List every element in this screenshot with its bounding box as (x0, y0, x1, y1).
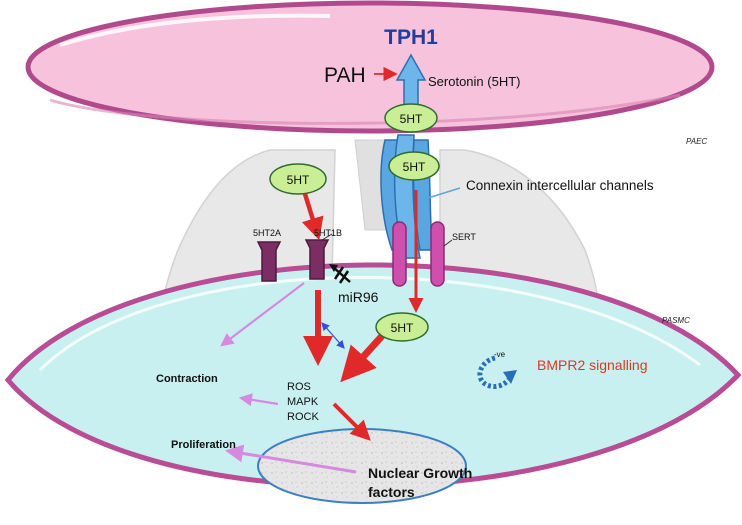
proliferation-label: Proliferation (171, 439, 236, 451)
receptor-5ht2a-shape (256, 241, 282, 282)
mir96-arrow (332, 266, 351, 283)
receptor-5ht1b-label: 5HT1B (314, 228, 342, 238)
signal-mapk-label: MAPK (287, 396, 319, 408)
bmpr2-curved-arrow (477, 355, 513, 389)
arrow-ros-to-contraction (238, 393, 279, 407)
lilac-arrows (220, 282, 357, 474)
serotonin-bubble-free (269, 163, 327, 195)
serotonin-bubble-paec-label: 5HT (400, 112, 423, 126)
connexin-label: Connexin intercellular channels (466, 178, 654, 193)
endothelial-cell-border (25, 0, 715, 134)
mir96-arrowhead (329, 264, 338, 272)
mir96-label: miR96 (338, 289, 379, 305)
nucleus-label-line2: factors (368, 484, 415, 500)
endothelial-shading (49, 93, 681, 125)
tph1-arrow (395, 53, 427, 107)
signal-rock-label: ROCK (287, 411, 319, 423)
sert-right-bar (430, 221, 445, 287)
tph1-up-arrow (395, 53, 427, 107)
labels: TPH1 PAH Serotonin (5HT) PAEC Connexin i… (156, 26, 707, 500)
receptor-5ht1b-shape (304, 239, 330, 280)
serotonin-bubble-pasmc (375, 312, 429, 342)
mir96-inhibition (329, 264, 351, 284)
receptor-5ht2a-label: 5HT2A (253, 228, 281, 238)
contraction-label: Contraction (156, 373, 218, 385)
serotonin-label: Serotonin (5HT) (428, 74, 520, 89)
connexin-pointer-line (427, 187, 461, 199)
bmpr2-arrowhead (503, 370, 517, 384)
mir96-block-1 (333, 266, 345, 280)
serotonin-bubble-paec (384, 103, 438, 133)
disease-label: PAH (324, 64, 366, 87)
sert-pointer-line (443, 239, 453, 247)
arrow-rock-to-nucleus (332, 402, 371, 441)
double-arrow-mir96-5ht (321, 322, 345, 349)
endothelial-highlight (59, 13, 331, 47)
nucleus-label-line1: Nuclear Growth (368, 465, 472, 481)
receptors (256, 233, 333, 282)
arrow-5ht-to-receptor (301, 193, 324, 241)
receptor-5ht1b-pointer (321, 233, 333, 241)
paec-label: PAEC (686, 137, 707, 146)
smooth-muscle-highlight (38, 276, 701, 372)
serotonin-bubbles: 5HT 5HT 5HT 5HT (269, 103, 440, 342)
serotonin-bubble-free-label: 5HT (287, 173, 310, 187)
enzyme-label: TPH1 (384, 26, 438, 49)
serotonin-bubble-pasmc-label: 5HT (391, 321, 414, 335)
bmpr2-negative-label: -ve (494, 350, 506, 359)
arrow-receptor-to-contraction (220, 282, 305, 347)
arrow-nucleus-to-proliferation (225, 444, 357, 474)
endothelial-cell (25, 0, 715, 134)
serotonin-bubble-channel (388, 151, 440, 181)
bmpr2-inhibition-arrow (477, 355, 517, 389)
red-arrows (301, 190, 424, 441)
signal-ros-label: ROS (287, 381, 311, 393)
arrow-5ht-to-ros (340, 333, 385, 383)
sert-transporters (392, 221, 453, 287)
bmpr2-label: BMPR2 signalling (537, 357, 648, 373)
sert-left-bar (392, 221, 407, 287)
sert-label: SERT (452, 232, 476, 242)
mir96-block-2 (338, 270, 350, 284)
pasmc-label: PASMC (662, 316, 690, 325)
serotonin-bubble-channel-label: 5HT (403, 160, 426, 174)
